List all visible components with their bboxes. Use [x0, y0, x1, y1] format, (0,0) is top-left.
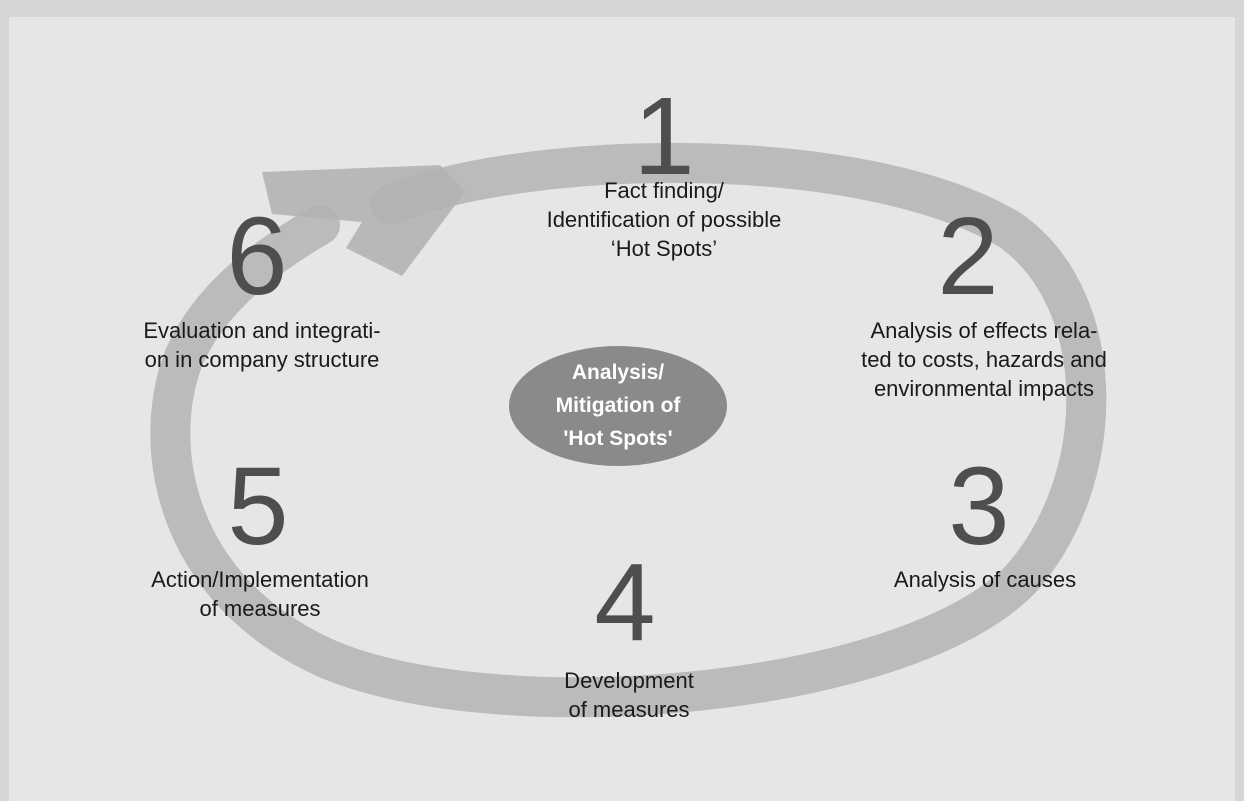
step-number-2: 2: [937, 195, 999, 318]
step-number-1: 1: [633, 75, 695, 198]
step-label-line: ‘Hot Spots’: [610, 236, 718, 261]
step-label-line: Identification of possible: [546, 207, 782, 232]
cycle-arrowhead: [262, 165, 465, 276]
step-label-line: Analysis of effects rela-: [870, 318, 1098, 343]
step-label-6: Evaluation and integrati- on in company …: [143, 316, 380, 374]
step-label-line: of measures: [568, 697, 690, 722]
center-label: Analysis/ Mitigation of 'Hot Spots': [556, 356, 681, 455]
step-label-line: ted to costs, hazards and: [861, 347, 1107, 372]
step-label-line: Analysis of causes: [893, 567, 1077, 592]
step-label-3: Analysis of causes: [894, 565, 1076, 594]
step-label-line: environmental impacts: [873, 376, 1095, 401]
center-label-line: 'Hot Spots': [563, 427, 673, 450]
step-label-line: Action/Implementation: [151, 567, 369, 592]
step-label-4: Development of measures: [564, 666, 694, 724]
step-number-4: 4: [594, 541, 656, 664]
cycle-arrow-stroke: [150, 143, 1107, 718]
center-label-line: Analysis/: [571, 361, 665, 384]
step-number-5: 5: [227, 445, 289, 568]
step-number-6: 6: [226, 195, 288, 318]
step-label-line: Fact finding/: [604, 178, 724, 203]
step-label-5: Action/Implementation of measures: [151, 565, 369, 623]
step-label-line: Development: [564, 668, 694, 693]
step-label-line: Evaluation and integrati-: [143, 318, 381, 343]
step-label-line: on in company structure: [144, 347, 380, 372]
center-label-line: Mitigation of: [555, 394, 681, 417]
center-ellipse: [509, 346, 727, 466]
step-label-1: Fact finding/ Identification of possible…: [547, 176, 782, 263]
step-number-3: 3: [948, 445, 1010, 568]
step-label-2: Analysis of effects rela- ted to costs, …: [861, 316, 1107, 403]
step-label-line: of measures: [199, 596, 321, 621]
